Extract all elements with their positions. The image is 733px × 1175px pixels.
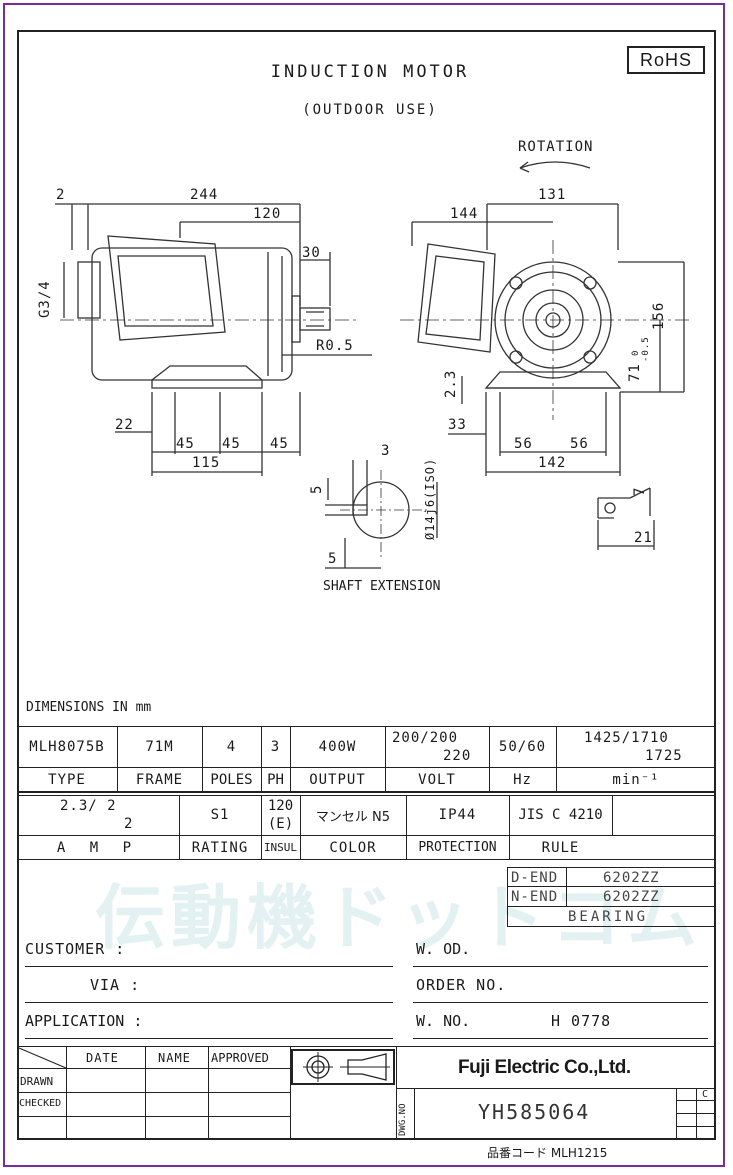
header-volt: VOLT (418, 771, 456, 788)
dim-2: 2 (56, 187, 66, 203)
spec-hz: 50/60 (498, 739, 547, 755)
dim-120: 120 (253, 206, 282, 222)
spec-rpm-bottom: 1725 (645, 748, 683, 764)
date-header: DATE (86, 1051, 119, 1065)
header-hz: Hz (513, 771, 532, 788)
customer-label: CUSTOMER : (25, 940, 126, 958)
page-border (3, 3, 725, 1167)
bearing-n-end-value: 6202ZZ (603, 889, 660, 905)
header-ph: PH (267, 771, 284, 788)
checked-label: CHECKED (19, 1098, 62, 1109)
header-poles: POLES (210, 771, 253, 788)
terminal-box-end (417, 243, 496, 353)
spec-output: 400W (318, 739, 357, 755)
rotation-label: ROTATION (518, 139, 594, 155)
header-output: OUTPUT (309, 771, 366, 788)
name-header: NAME (158, 1051, 191, 1065)
approved-header: APPROVED (211, 1051, 269, 1065)
bearing-d-end-value: 6202ZZ (603, 870, 660, 886)
dim-244: 244 (190, 187, 219, 203)
shaft-side (299, 307, 331, 331)
spec-poles: 4 (226, 739, 237, 755)
spec-type: MLH8075B (29, 739, 105, 755)
dim-142: 142 (538, 455, 567, 471)
dim-5b: 5 (328, 551, 338, 567)
drawing-number: YH585064 (478, 1100, 591, 1124)
header-insul: INSUL (263, 841, 298, 854)
spec-color: マンセル N5 (315, 809, 391, 825)
header-type: TYPE (48, 771, 86, 788)
dim-3: 3 (381, 443, 391, 459)
dim-56a: 56 (514, 436, 533, 452)
dim-30: 30 (302, 245, 321, 261)
spec-insul-bottom: (E) (267, 816, 294, 832)
via-label: VIA : (90, 976, 141, 994)
terminal-box-side (107, 235, 226, 341)
foot-side (151, 365, 263, 389)
header-rating: RATING (191, 839, 249, 856)
spec-amp-bottom: 2 (124, 816, 134, 832)
spec-volt-top: 200/200 (392, 730, 459, 746)
spec-rule: JIS C 4210 (518, 807, 603, 823)
drawn-label: DRAWN (20, 1075, 54, 1088)
dim-144: 144 (450, 206, 479, 222)
dim-r05: R0.5 (316, 338, 354, 354)
spec-volt-bottom: 220 (443, 748, 472, 764)
header-frame: FRAME (135, 771, 184, 788)
dim-115: 115 (192, 455, 221, 471)
header-amp: A M P (56, 839, 140, 856)
dim-45c: 45 (270, 436, 289, 452)
header-rule: RULE (541, 839, 580, 856)
dwg-no-label: DWG.NO (398, 1103, 408, 1136)
spec-frame: 71M (145, 739, 174, 755)
watermark: 伝動機ドットコム (95, 877, 703, 959)
spec-phase: 3 (270, 739, 281, 755)
dim-45a: 45 (176, 436, 195, 452)
spec-protection: IP44 (438, 807, 477, 823)
company-name: Fuji Electric Co.,Ltd. (458, 1057, 631, 1078)
drawing-subtitle: (OUTDOOR USE) (302, 102, 438, 118)
units-note: DIMENSIONS IN mm (26, 700, 152, 715)
dim-33: 33 (448, 417, 467, 433)
drawing-frame (17, 30, 716, 1140)
dim-56b: 56 (570, 436, 589, 452)
header-protection: PROTECTION (418, 840, 497, 855)
spec-rpm-top: 1425/1710 (584, 730, 669, 746)
dim-131: 131 (538, 187, 567, 203)
conduit-boss (77, 261, 101, 319)
dim-22: 22 (115, 417, 134, 433)
rohs-badge: RoHS (627, 46, 705, 74)
bearing-title: BEARING (568, 909, 649, 925)
spec-amp-top: 2.3/ 2 (60, 798, 117, 814)
spec-rating: S1 (210, 807, 230, 823)
order-no-label: ORDER NO. (416, 976, 507, 994)
dim-21: 21 (634, 530, 653, 546)
header-rpm: min⁻¹ (612, 771, 660, 788)
product-code: 品番コード MLH1215 (487, 1146, 608, 1160)
drawing-title: INDUCTION MOTOR (270, 62, 470, 82)
wno-label: W. NO. (416, 1012, 471, 1030)
wod-label: W. OD. (416, 940, 471, 958)
revision-mark: C (702, 1089, 710, 1100)
header-color: COLOR (329, 839, 377, 856)
bearing-d-end-label: D-END (511, 870, 559, 886)
bearing-table (507, 867, 716, 927)
application-label: APPLICATION : (25, 1012, 143, 1030)
wno-value: H 0778 (551, 1012, 612, 1030)
bearing-n-end-label: N-END (511, 889, 559, 905)
spec-insul-top: 120 (267, 798, 294, 814)
dim-45b: 45 (222, 436, 241, 452)
shaft-extension-caption: SHAFT EXTENSION (323, 579, 441, 594)
